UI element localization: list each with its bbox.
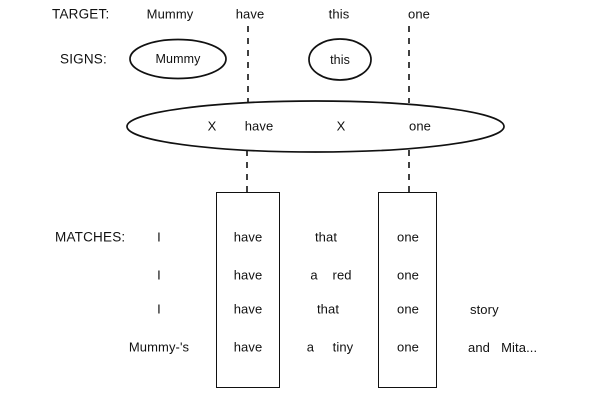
match-row-1-col2: one [397, 267, 419, 283]
match-row-3-pre: Mummy-'s [128, 339, 190, 355]
pattern-token-x2: X [336, 118, 346, 134]
target-word-mummy: Mummy [146, 6, 194, 22]
sign-bubble-label-this: this [330, 52, 350, 67]
pattern-ellipse [126, 100, 505, 153]
match-column-box-have [216, 192, 280, 388]
match-row-1-col1: have [233, 267, 263, 283]
target-word-have: have [235, 6, 265, 22]
match-row-3-col1: have [233, 339, 263, 355]
match-row-2-col1: have [233, 301, 263, 317]
matches-row-label: MATCHES: [55, 229, 126, 245]
match-row-3-post: and Mita... [468, 340, 538, 355]
match-row-0-col2: one [397, 229, 419, 245]
match-row-2-mid: that [316, 301, 340, 317]
match-row-0-pre: I [157, 229, 161, 245]
match-row-2-col2: one [397, 301, 419, 317]
match-row-0-col1: have [233, 229, 263, 245]
match-row-2-pre: I [157, 301, 161, 317]
target-word-this: this [328, 6, 350, 22]
match-column-box-one [378, 192, 437, 388]
match-row-3-col2: one [397, 339, 419, 355]
signs-row-label: SIGNS: [60, 51, 107, 67]
match-row-0-mid: that [314, 229, 338, 245]
sign-bubble-label-mummy: Mummy [155, 51, 201, 66]
pattern-token-one: one [409, 118, 431, 134]
pattern-token-x1: X [207, 118, 217, 134]
match-row-2-post: story [470, 302, 499, 317]
match-row-3-mid: a tiny [306, 339, 354, 355]
target-word-one: one [408, 6, 430, 22]
target-row-label: TARGET: [52, 6, 110, 22]
match-row-1-mid: a red [310, 267, 352, 283]
match-row-1-pre: I [157, 267, 161, 283]
pattern-token-have: have [244, 118, 274, 134]
